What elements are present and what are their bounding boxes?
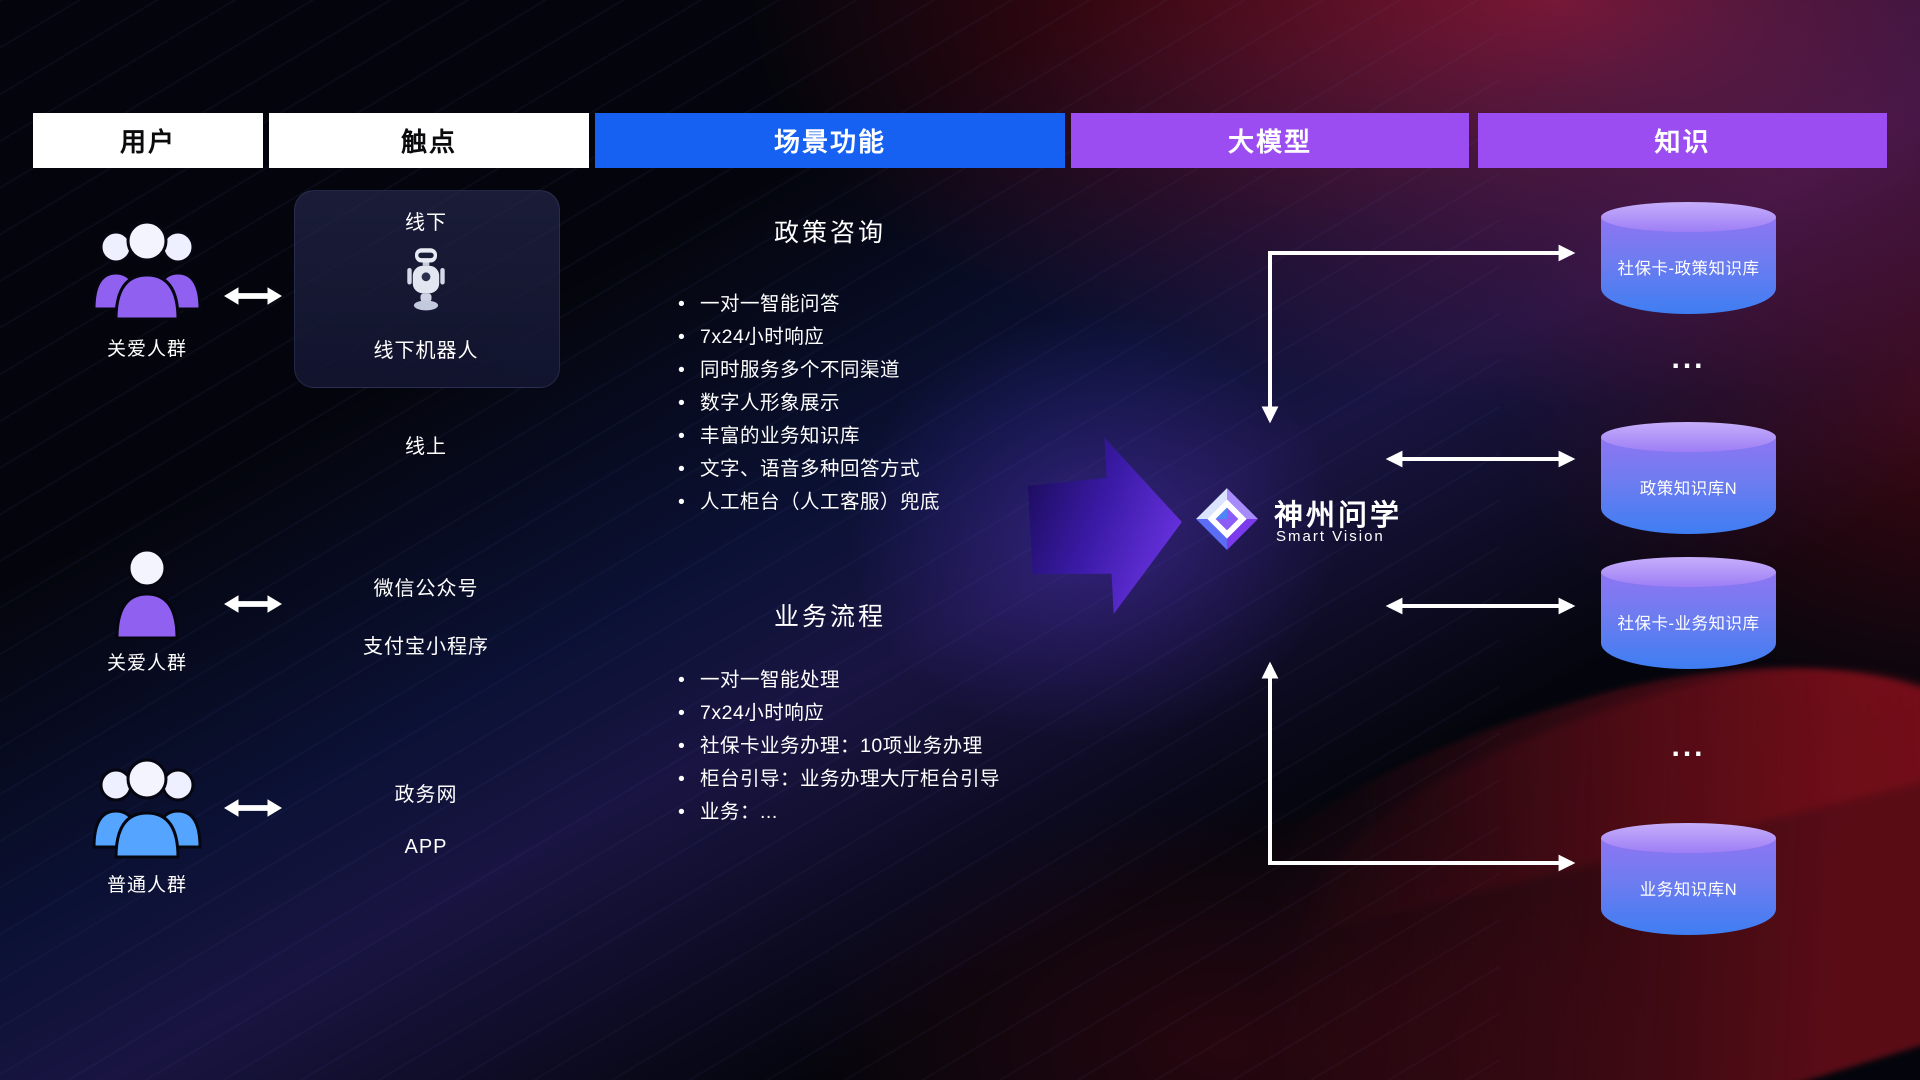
scene-business-item: 业务：... — [676, 796, 1000, 829]
knowledge-db-label: 政策知识库N — [1639, 479, 1738, 498]
user-label-care-group-2: 关爱人群 — [106, 653, 187, 674]
person-purple-icon — [115, 548, 179, 640]
scene-policy-item: 文字、语音多种回答方式 — [676, 453, 940, 486]
ellipsis-indicator: ... — [1671, 342, 1706, 375]
bidirectional-arrow-icon — [224, 287, 282, 305]
model-name: 神州问学 — [1274, 500, 1403, 532]
scene-business-list: 一对一智能处理 7x24小时响应 社保卡业务办理：10项业务办理 柜台引导：业务… — [676, 664, 1000, 829]
header-users: 用户 — [33, 113, 263, 168]
scene-business-item: 7x24小时响应 — [676, 697, 1000, 730]
header-scene-functions: 场景功能 — [595, 113, 1065, 168]
scene-title-business-process: 业务流程 — [773, 603, 886, 631]
background-red-swoosh-small — [1272, 615, 1920, 935]
scene-policy-item: 同时服务多个不同渠道 — [676, 354, 940, 387]
model-subtitle: Smart Vision — [1276, 528, 1385, 545]
smart-vision-logo-icon — [1196, 488, 1258, 550]
channel-wechat: 微信公众号 — [373, 578, 479, 600]
scene-policy-item: 一对一智能问答 — [676, 288, 940, 321]
flow-arrow — [1025, 426, 1187, 626]
scene-policy-list: 一对一智能问答 7x24小时响应 同时服务多个不同渠道 数字人形象展示 丰富的业… — [676, 288, 940, 519]
scene-policy-item: 7x24小时响应 — [676, 321, 940, 354]
knowledge-db-social-policy: 社保卡-政策知识库 — [1601, 202, 1776, 314]
knowledge-db-label: 社保卡-业务知识库 — [1617, 614, 1760, 633]
scene-policy-item: 人工柜台（人工客服）兜底 — [676, 486, 940, 519]
cylinder-body — [1601, 838, 1776, 935]
channel-app: APP — [404, 836, 448, 858]
online-title: 线上 — [405, 436, 447, 458]
bidirectional-arrow-icon — [224, 595, 282, 613]
knowledge-db-social-business: 社保卡-业务知识库 — [1601, 557, 1776, 669]
scene-business-item: 社保卡业务办理：10项业务办理 — [676, 730, 1000, 763]
offline-robot-label: 线下机器人 — [373, 340, 479, 362]
header-touchpoints: 触点 — [269, 113, 589, 168]
channel-gov-web: 政务网 — [394, 784, 458, 806]
group-people-purple-icon — [92, 220, 202, 321]
scene-policy-item: 数字人形象展示 — [676, 387, 940, 420]
robot-icon — [407, 248, 445, 311]
knowledge-db-policy-n: 政策知识库N — [1601, 422, 1776, 534]
cylinder-body — [1601, 437, 1776, 534]
knowledge-db-business-n: 业务知识库N — [1601, 823, 1776, 935]
ellipsis-indicator: ... — [1671, 730, 1706, 763]
group-people-blue-icon — [92, 758, 202, 859]
offline-title: 线下 — [405, 212, 447, 234]
background-red-swoosh — [1058, 579, 1920, 1080]
bidirectional-arrow-icon — [224, 799, 282, 817]
scene-business-item: 柜台引导：业务办理大厅柜台引导 — [676, 763, 1000, 796]
cylinder-body — [1601, 217, 1776, 314]
scene-policy-item: 丰富的业务知识库 — [676, 420, 940, 453]
header-large-model: 大模型 — [1071, 113, 1469, 168]
knowledge-db-label: 社保卡-政策知识库 — [1617, 259, 1760, 278]
user-label-ordinary-group: 普通人群 — [106, 875, 187, 896]
channel-alipay: 支付宝小程序 — [363, 636, 489, 658]
scene-title-policy-consult: 政策咨询 — [773, 219, 886, 247]
cylinder-body — [1601, 572, 1776, 669]
user-label-care-group-1: 关爱人群 — [106, 339, 187, 360]
scene-business-item: 一对一智能处理 — [676, 664, 1000, 697]
knowledge-db-label: 业务知识库N — [1639, 880, 1738, 899]
header-knowledge: 知识 — [1478, 113, 1887, 168]
